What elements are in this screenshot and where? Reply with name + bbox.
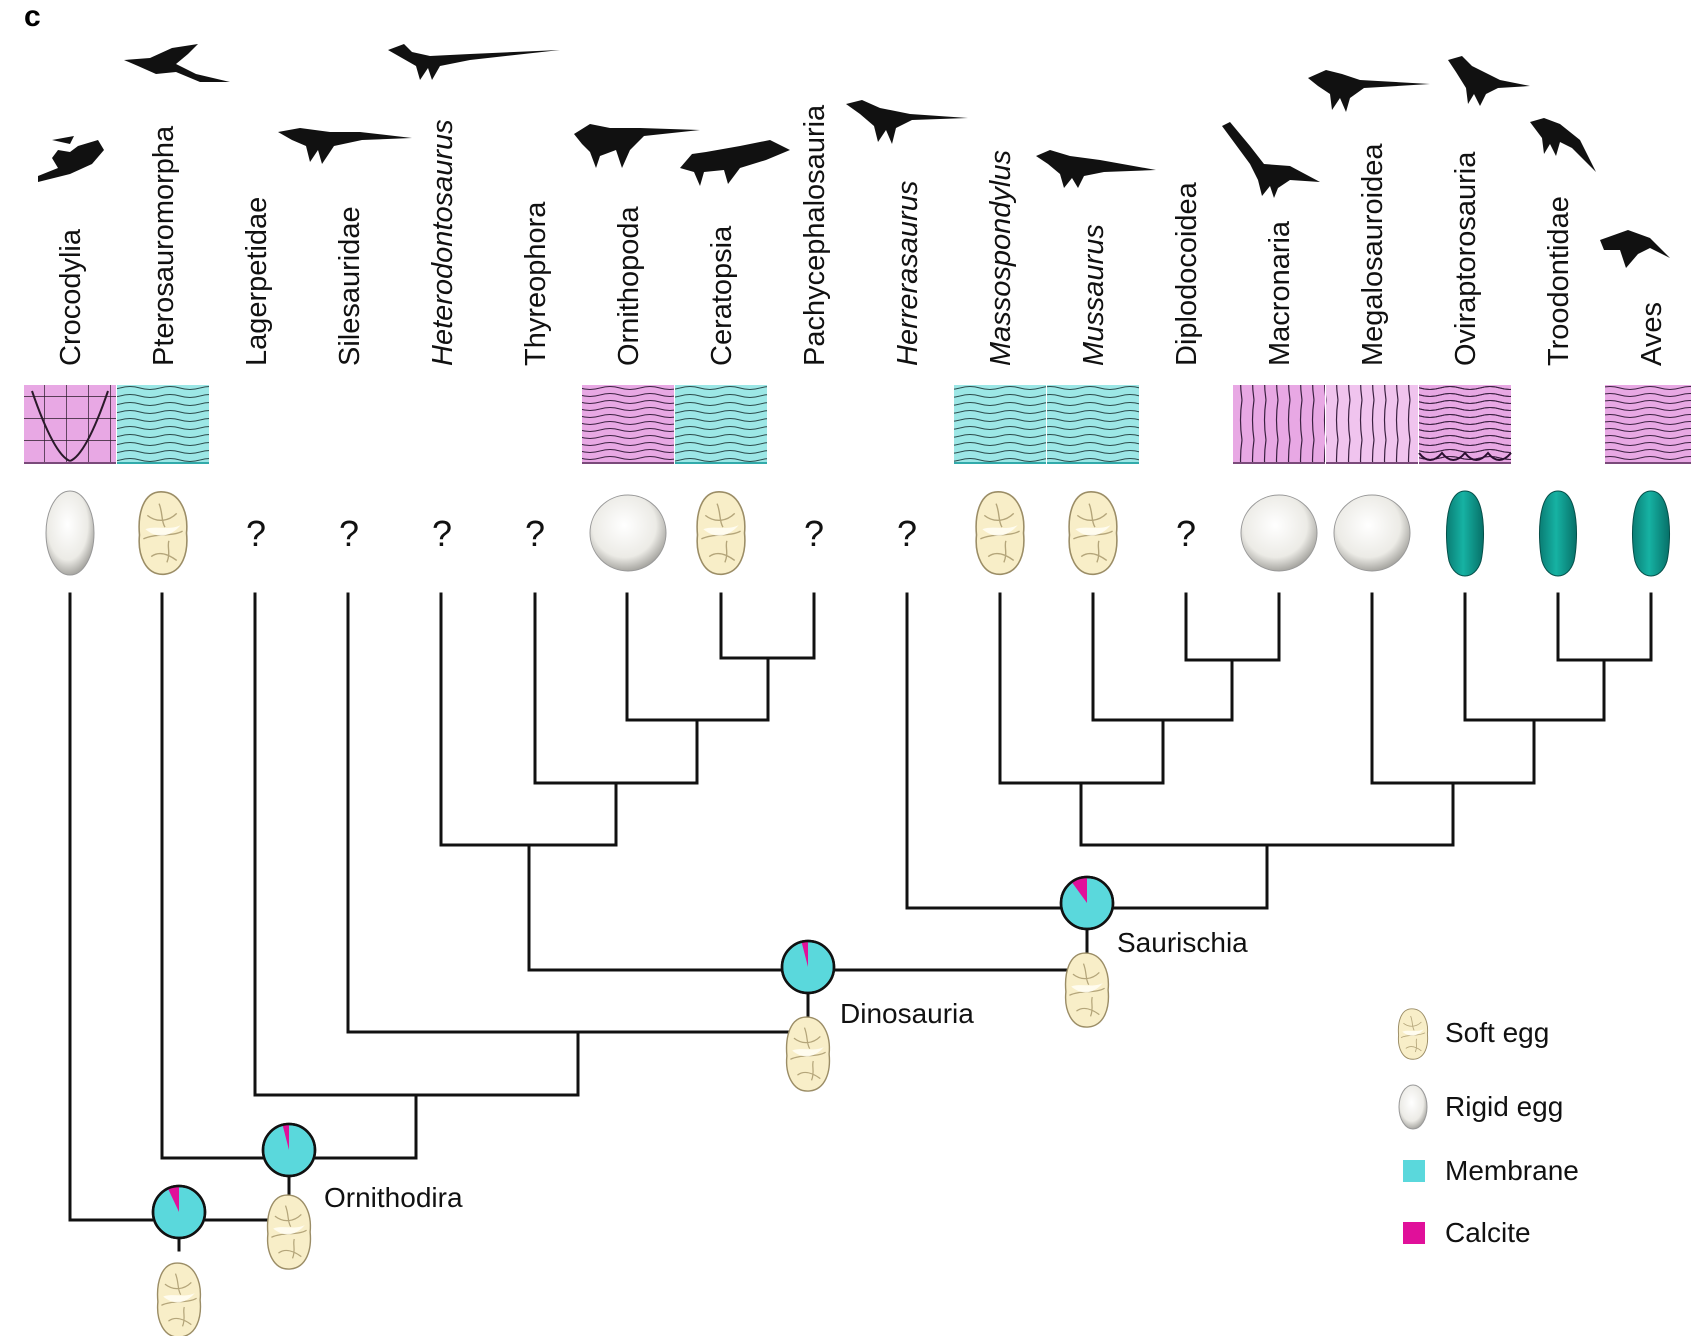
calcite-slice [801,941,808,967]
legend-calcite-label: Calcite [1445,1217,1531,1248]
taxon-label-pterosauromorpha: Pterosauromorpha [148,125,180,366]
taxon-label-diplodocoidea: Diplodocoidea [1171,181,1203,366]
egg-troodontidae [1539,490,1577,577]
membrane-swatch [1403,1160,1425,1182]
taxon-label-pachycephalosauria: Pachycephalosauria [799,104,831,366]
node-dinosauria [780,939,836,1092]
taxon-label-heterodontosaurus: Heterodontosaurus [427,119,459,366]
theropod-silhouette [1308,70,1430,112]
mussaurus-silhouette [1036,150,1156,188]
egg-megalosauroidea [1333,494,1411,572]
tissue-oviraptorosauria [1418,385,1512,464]
tissue-megalosauroidea [1326,385,1418,464]
taxon-label-lagerpetidae: Lagerpetidae [241,197,273,366]
egg-ceratopsia [696,491,746,575]
silesaur-silhouette [278,128,412,164]
egg-ornithopoda [589,494,667,572]
taxon-label-oviraptorosauria: Oviraptorosauria [1450,151,1482,366]
troodontid-silhouette [1530,118,1596,172]
legend-calcite: Calcite [1403,1217,1531,1248]
tissue-pterosauromorpha [117,385,209,464]
node-soft-egg [785,1016,831,1092]
taxon-label-silesauridae: Silesauridae [334,206,366,366]
calcite-slice [1071,877,1087,903]
node-soft-egg [266,1194,312,1270]
egg-heterodontosaurus-unknown: ? [432,513,452,554]
egg-lagerpetidae-unknown: ? [246,513,266,554]
legend-membrane-label: Membrane [1445,1155,1579,1186]
node-label-saurischia: Saurischia [1117,927,1248,958]
rigid-egg-icon [1398,1084,1428,1130]
node-soft-egg [1064,952,1110,1028]
silhouettes [38,44,1670,268]
ornithopod-silhouette [574,124,700,168]
taxon-label-macronaria: Macronaria [1264,220,1296,366]
egg-thyreophora-unknown: ? [525,513,545,554]
node-label-dinosauria: Dinosauria [840,998,974,1029]
panel-letter: c [24,0,41,33]
taxon-label-megalosauroidea: Megalosauroidea [1357,143,1389,366]
egg-herrerasaurus-unknown: ? [897,513,917,554]
pterosaur-silhouette [124,44,230,82]
egg-silesauridae-unknown: ? [339,513,359,554]
legend-soft-egg-label: Soft egg [1445,1017,1549,1048]
egg-macronaria [1240,494,1318,572]
tissue-crocodylia [24,385,116,464]
bird-silhouette [1600,230,1670,268]
calcite-slice [282,1124,289,1150]
soft-egg-icon [1397,1008,1429,1060]
calcite-swatch [1403,1222,1425,1244]
oviraptor-silhouette [1448,56,1530,106]
legend-rigid-egg-label: Rigid egg [1445,1091,1563,1122]
taxon-label-troodontidae: Troodontidae [1543,196,1575,366]
taxon-label-massospondylus: Massospondylus [985,150,1017,366]
tissue-ceratopsia [675,385,767,464]
egg-oviraptorosauria [1446,490,1484,577]
legend-membrane: Membrane [1403,1155,1579,1186]
taxon-label-thyreophora: Thyreophora [520,201,552,366]
eggshell-tissue-illustrations [24,385,1691,464]
taxon-label-crocodylia: Crocodylia [55,228,87,366]
taxon-labels: Crocodylia Pterosauromorpha Lagerpetidae Si… [55,104,1668,366]
egg-diplodocoidea-unknown: ? [1176,513,1196,554]
crocodile-silhouette [38,136,104,182]
tissue-massospondylus [954,385,1046,464]
heterodontosaurus-silhouette [388,44,560,80]
tissue-mussaurus [1047,385,1139,464]
egg-row: ??????? [45,490,1670,577]
calcite-slice [167,1186,179,1212]
legend: Soft egg Rigid egg Membrane Calcite [1397,1008,1579,1248]
taxon-label-ornithopoda: Ornithopoda [613,206,645,366]
egg-mussaurus [1068,491,1118,575]
taxon-label-mussaurus: Mussaurus [1078,224,1110,366]
legend-rigid-egg: Rigid egg [1398,1084,1563,1130]
taxon-label-aves: Aves [1636,302,1668,366]
node-label-ornithodira: Ornithodira [324,1182,463,1213]
node-saurischia [1059,875,1115,1028]
node-soft-egg [156,1262,202,1336]
tissue-ornithopoda [582,385,674,464]
egg-aves [1632,490,1670,577]
egg-pterosauromorpha [138,491,188,575]
egg-pachycephalosauria-unknown: ? [804,513,824,554]
tissue-macronaria [1233,385,1325,464]
ancestral-state-nodes [151,875,1115,1336]
herrerasaurus-silhouette [846,100,968,144]
sauropod-silhouette [1222,122,1320,198]
node-archosauria-unlabeled [151,1184,207,1336]
tissue-aves [1605,385,1691,464]
legend-soft-egg: Soft egg [1397,1008,1549,1060]
node-ornithodira [261,1122,317,1270]
egg-crocodylia [45,490,95,576]
soft-egg-icon [1397,1008,1429,1060]
taxon-label-ceratopsia: Ceratopsia [706,225,738,366]
taxon-label-herrerasaurus: Herrerasaurus [892,181,924,366]
ceratopsian-silhouette [680,140,790,186]
egg-massospondylus [975,491,1025,575]
